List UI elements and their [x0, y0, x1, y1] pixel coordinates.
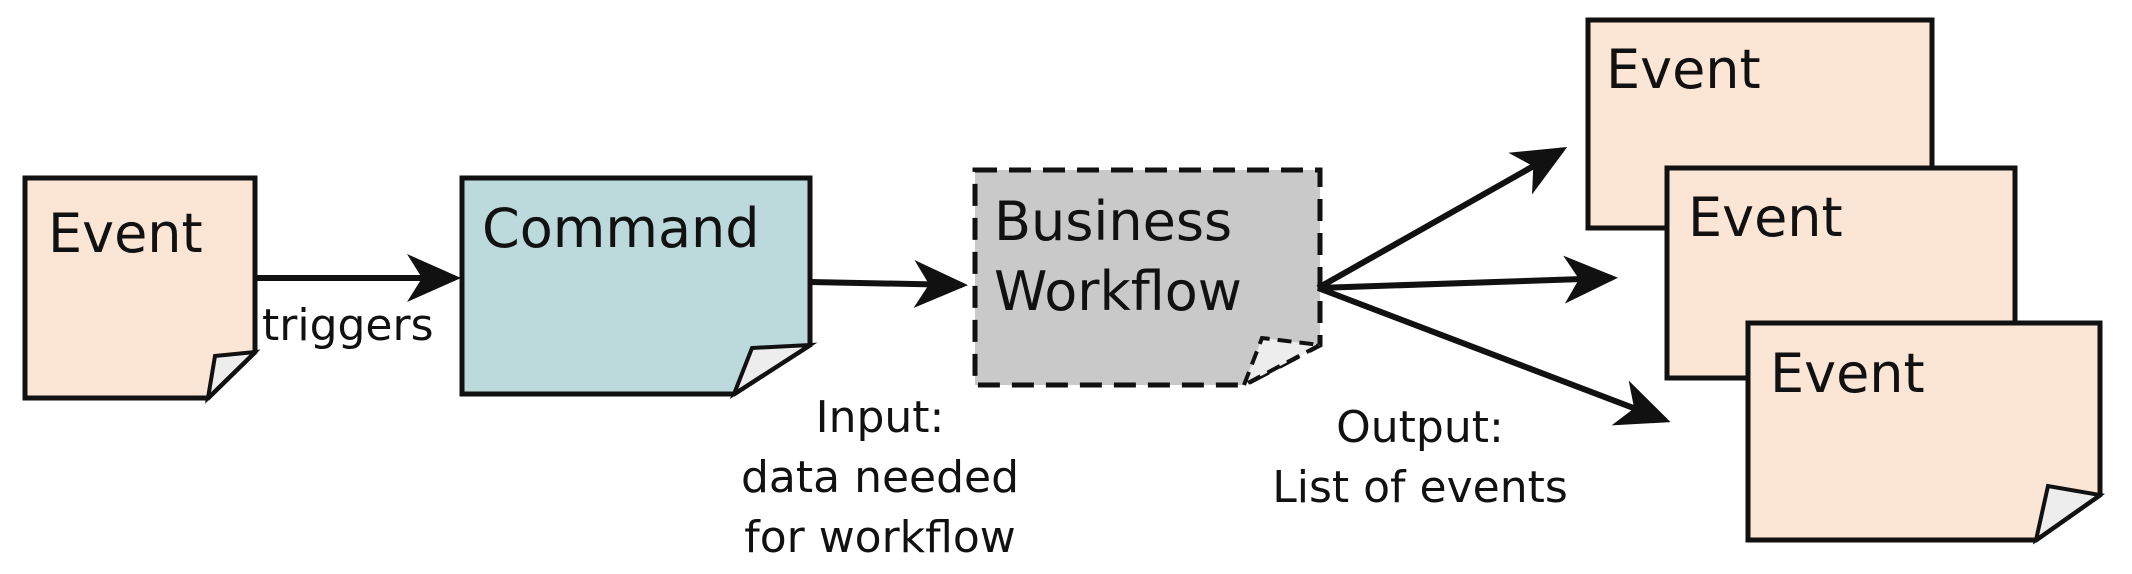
- output-label-line1: Output:: [1336, 402, 1504, 453]
- output-event-note-3: Event: [1745, 320, 2106, 545]
- output-event-3-label: Event: [1770, 342, 1925, 405]
- triggers-label: triggers: [262, 300, 434, 351]
- output-arrow-to-event-1: [1316, 147, 1568, 291]
- command-note: Command: [459, 175, 818, 400]
- output-arrow-to-event-3: [1316, 285, 1671, 426]
- input-label-line3: for workflow: [744, 512, 1016, 563]
- output-event-2-label: Event: [1688, 186, 1843, 249]
- output-arrow-to-event-2: [1317, 255, 1618, 304]
- source-event-label: Event: [48, 202, 203, 265]
- output-event-note-3-fold: [2032, 483, 2106, 545]
- input-label-line1: Input:: [816, 392, 945, 443]
- business-workflow-label-line1: Business: [994, 190, 1232, 253]
- command-label: Command: [482, 197, 760, 260]
- output-label-line2: List of events: [1272, 462, 1568, 513]
- source-event-note: Event: [22, 175, 261, 404]
- source-event-note-fold: [205, 349, 261, 404]
- business-workflow-note: Business Workflow: [972, 167, 1327, 390]
- output-event-1-label: Event: [1606, 38, 1761, 101]
- command-note-fold: [729, 342, 818, 400]
- business-workflow-label-line2: Workflow: [994, 260, 1242, 323]
- input-label-line2: data needed: [741, 452, 1019, 503]
- input-arrow: [809, 260, 968, 309]
- business-workflow-note-fold: [1240, 335, 1327, 390]
